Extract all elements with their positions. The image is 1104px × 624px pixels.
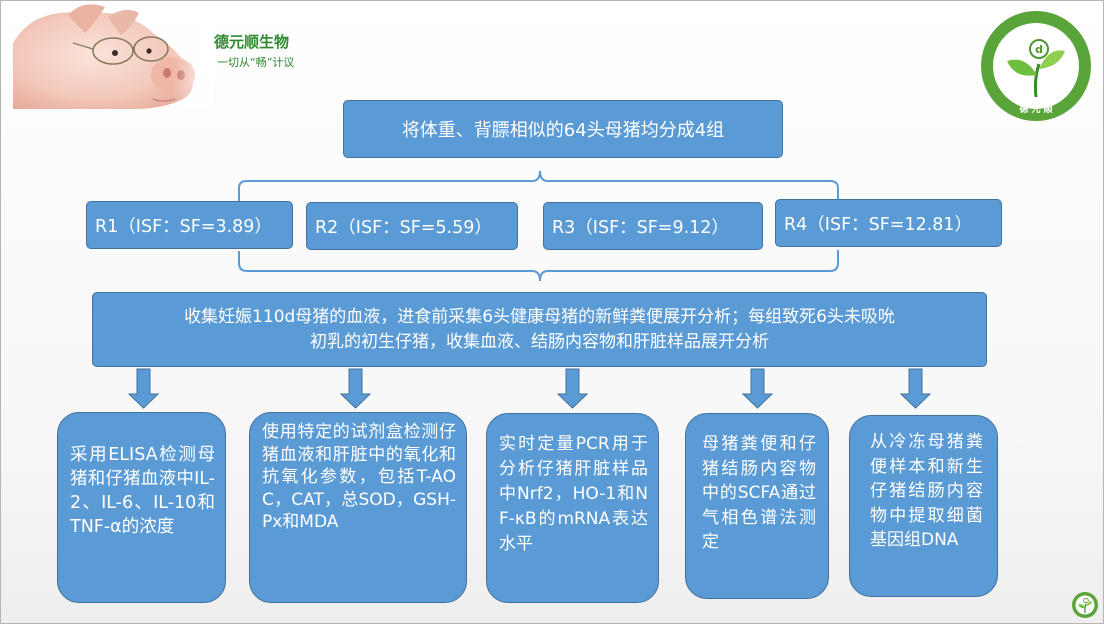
method-text: 实时定量PCR用于分析仔猪肝脏样品中Nrf2，HO-1和NF-κB的mRNA表达… <box>499 434 648 554</box>
sample-collection-box: 收集妊娠110d母猪的血液，进食前采集6头健康母猪的新鲜粪便展开分析；每组致死6… <box>92 292 987 367</box>
pig-with-glasses-image <box>13 3 213 109</box>
group-label: R4（ISF：SF=12.81） <box>784 214 973 235</box>
method-box-qpcr: 实时定量PCR用于分析仔猪肝脏样品中Nrf2，HO-1和NF-κB的mRNA表达… <box>486 413 659 603</box>
brand-slogan: 一切从“畅”计议 <box>217 56 295 69</box>
leaf-logo-icon: Bio-Technology d 德 元 顺 <box>981 11 1091 121</box>
group-label: R3（ISF：SF=9.12） <box>552 217 729 238</box>
method-box-dna: 从冷冻母猪粪便样本和新生仔猪结肠内容物中提取细菌基因组DNA <box>849 415 998 597</box>
grouping-step-box: 将体重、背膘相似的64头母猪均分成4组 <box>343 100 783 158</box>
arrow-down-1 <box>127 368 160 409</box>
sample-collection-line-1: 收集妊娠110d母猪的血液，进食前采集6头健康母猪的新鲜粪便展开分析；每组致死6… <box>184 306 895 327</box>
bottom-brace <box>238 250 839 282</box>
method-box-elisa: 采用ELISA检测母猪和仔猪血液中IL-2、IL-6、IL-10和TNF-α的浓… <box>57 412 226 603</box>
method-box-scfa: 母猪粪便和仔猪结肠内容物中的SCFA通过气相色谱法测定 <box>685 413 829 599</box>
arrow-down-3 <box>556 368 589 409</box>
group-box-r1: R1（ISF：SF=3.89） <box>86 201 293 249</box>
top-brace <box>238 170 839 201</box>
group-label: R2（ISF：SF=5.59） <box>315 217 492 238</box>
grouping-step-text: 将体重、背膘相似的64头母猪均分成4组 <box>401 120 725 141</box>
group-box-r4: R4（ISF：SF=12.81） <box>775 199 1002 247</box>
sample-collection-line-2: 初乳的初生仔猪，收集血液、结肠内容物和肝脏样品展开分析 <box>310 331 769 352</box>
sample-collection-text: 收集妊娠110d母猪的血液，进食前采集6头健康母猪的新鲜粪便展开分析；每组致死6… <box>184 305 895 355</box>
arrow-down-4 <box>741 368 774 409</box>
method-text: 使用特定的试剂盒检测仔猪血液和肝脏中的氧化和抗氧化参数，包括T-AOC，CAT，… <box>262 422 456 532</box>
logo-bottom-text: 德 元 顺 <box>1019 103 1052 115</box>
group-box-r2: R2（ISF：SF=5.59） <box>306 202 518 250</box>
group-label: R1（ISF：SF=3.89） <box>95 216 272 237</box>
logo-letter: d <box>1035 43 1043 56</box>
method-text: 从冷冻母猪粪便样本和新生仔猪结肠内容物中提取细菌基因组DNA <box>870 432 983 550</box>
arrow-down-5 <box>899 368 932 409</box>
brand-name: 德元顺生物 <box>214 33 290 51</box>
corner-leaf-logo-icon <box>1072 592 1098 618</box>
method-box-oxidation: 使用特定的试剂盒检测仔猪血液和肝脏中的氧化和抗氧化参数，包括T-AOC，CAT，… <box>249 412 467 603</box>
arrow-down-2 <box>339 368 372 409</box>
method-text: 采用ELISA检测母猪和仔猪血液中IL-2、IL-6、IL-10和TNF-α的浓… <box>70 445 215 537</box>
group-box-r3: R3（ISF：SF=9.12） <box>543 202 763 250</box>
method-text: 母猪粪便和仔猪结肠内容物中的SCFA通过气相色谱法测定 <box>702 434 816 552</box>
